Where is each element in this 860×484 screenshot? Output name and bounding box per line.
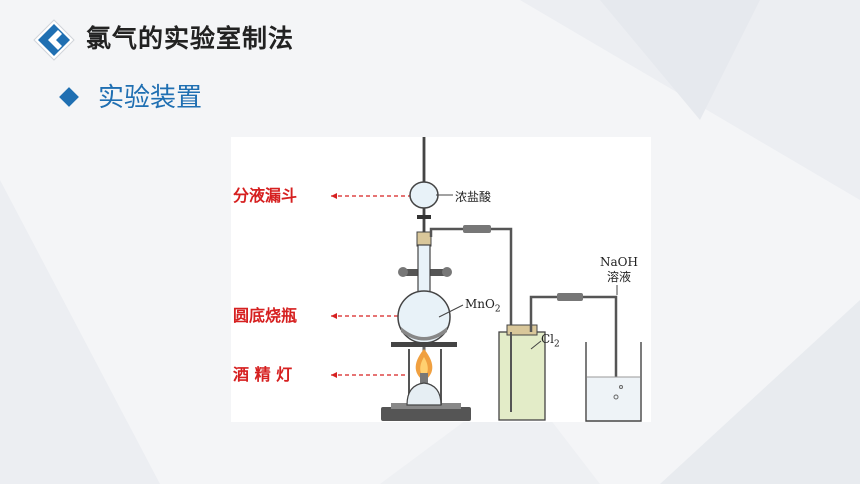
- back-chevron-icon[interactable]: [32, 18, 76, 62]
- section-heading: 实验装置: [59, 80, 462, 120]
- label-mno2-text: MnO: [465, 297, 495, 311]
- label-cl2-sub: 2: [554, 339, 560, 350]
- page-title: 氯气的实验室制法: [86, 24, 295, 53]
- label-round-bottom-flask: 圆底烧瓶: [233, 306, 298, 325]
- header: 氯气的实验室制法: [0, 12, 860, 68]
- label-cl2-text: Cl: [541, 332, 555, 346]
- label-naoh: NaOH: [600, 255, 638, 269]
- section-title: 实验装置: [98, 83, 203, 113]
- label-mno2-sub: 2: [494, 304, 501, 315]
- label-alcohol-lamp: 酒 精 灯: [233, 365, 293, 384]
- label-cl2: Cl2: [541, 332, 560, 351]
- apparatus-drawing: [331, 137, 642, 422]
- label-conc-hcl: 浓盐酸: [455, 190, 492, 204]
- apparatus-figure: 分液漏斗 圆底烧瓶 酒 精 灯 浓盐酸 MnO2 Cl2 NaOH 溶液: [231, 137, 651, 422]
- label-solution: 溶液: [606, 270, 631, 284]
- label-mno2: MnO2: [465, 297, 501, 316]
- label-separatory-funnel: 分液漏斗: [233, 186, 298, 205]
- diamond-bullet-icon: [59, 87, 79, 107]
